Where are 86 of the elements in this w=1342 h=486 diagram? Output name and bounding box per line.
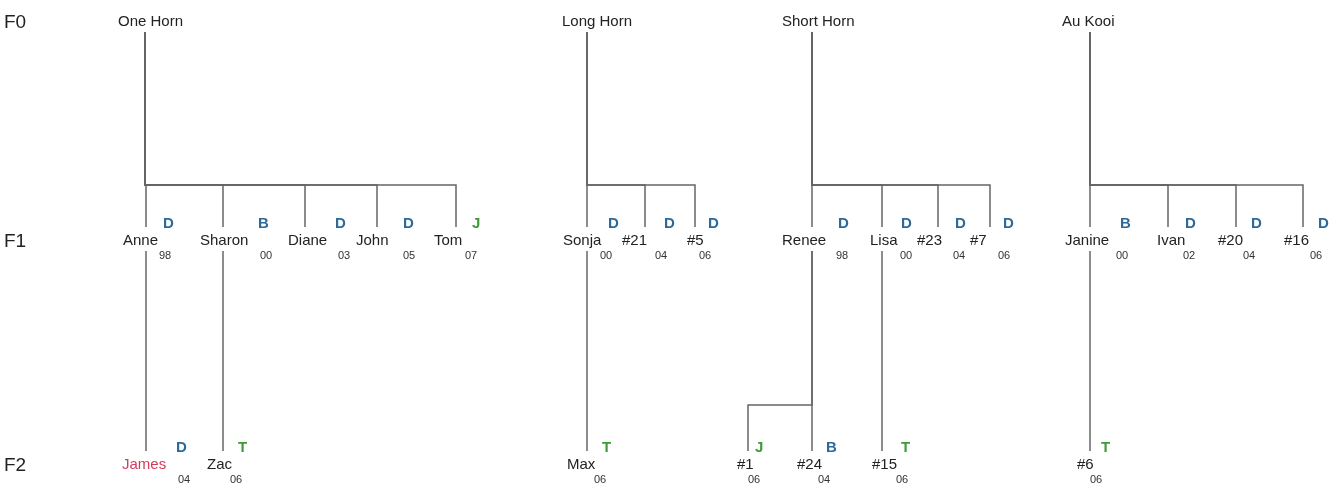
tree-connector bbox=[881, 250, 883, 452]
status-letter: D bbox=[1185, 215, 1196, 231]
year-label: 04 bbox=[655, 249, 668, 261]
year-label: 06 bbox=[896, 473, 909, 485]
year-label: 03 bbox=[338, 249, 351, 261]
tree-connector bbox=[144, 31, 457, 228]
generation-label: F1 bbox=[4, 231, 27, 251]
animal-name: Zac bbox=[207, 455, 232, 473]
status-letter: T bbox=[238, 439, 248, 455]
status-letter: B bbox=[1120, 215, 1131, 231]
status-letter: B bbox=[826, 439, 837, 455]
status-letter: J bbox=[755, 439, 764, 455]
animal-name: Diane bbox=[288, 231, 328, 249]
year-label: 05 bbox=[403, 249, 416, 261]
tree-connector bbox=[1089, 250, 1091, 452]
status-letter: D bbox=[901, 215, 912, 231]
year-label: 98 bbox=[159, 249, 172, 261]
tree-connector bbox=[811, 31, 991, 228]
herd-name: Au Kooi bbox=[1062, 12, 1115, 30]
animal-name: Renee bbox=[782, 231, 827, 249]
status-letter: D bbox=[708, 215, 719, 231]
year-label: 00 bbox=[600, 249, 613, 261]
animal-name: Janine bbox=[1065, 231, 1110, 249]
tree-connector bbox=[811, 250, 813, 452]
status-letter: D bbox=[608, 215, 619, 231]
year-label: 06 bbox=[699, 249, 712, 261]
animal-name: Anne bbox=[123, 231, 159, 249]
status-letter: D bbox=[163, 215, 174, 231]
status-letter: D bbox=[1251, 215, 1262, 231]
generation-label: F2 bbox=[4, 455, 27, 475]
tree-connector bbox=[586, 250, 588, 452]
animal-name: John bbox=[356, 231, 389, 249]
animal-name: Sonja bbox=[563, 231, 602, 249]
year-label: 00 bbox=[260, 249, 273, 261]
animal-name: #15 bbox=[872, 455, 898, 473]
year-label: 04 bbox=[178, 473, 191, 485]
status-letter: D bbox=[403, 215, 414, 231]
status-letter: D bbox=[1318, 215, 1329, 231]
year-label: 04 bbox=[953, 249, 966, 261]
year-label: 04 bbox=[1243, 249, 1256, 261]
animal-name: Tom bbox=[434, 231, 463, 249]
year-label: 06 bbox=[1310, 249, 1323, 261]
status-letter: D bbox=[955, 215, 966, 231]
year-label: 00 bbox=[1116, 249, 1129, 261]
animal-name: Ivan bbox=[1157, 231, 1186, 249]
year-label: 00 bbox=[900, 249, 913, 261]
animal-name: #16 bbox=[1284, 231, 1310, 249]
animal-name: #21 bbox=[622, 231, 648, 249]
year-label: 06 bbox=[998, 249, 1011, 261]
status-letter: D bbox=[335, 215, 346, 231]
year-label: 06 bbox=[230, 473, 243, 485]
status-letter: D bbox=[1003, 215, 1014, 231]
year-label: 07 bbox=[465, 249, 478, 261]
year-label: 06 bbox=[748, 473, 761, 485]
animal-name: Max bbox=[567, 455, 596, 473]
tree-connector bbox=[586, 31, 696, 228]
herd-name: Short Horn bbox=[782, 12, 855, 30]
status-letter: T bbox=[901, 439, 911, 455]
animal-name: Sharon bbox=[200, 231, 249, 249]
status-letter: B bbox=[258, 215, 269, 231]
herd-name: One Horn bbox=[118, 12, 184, 30]
animal-name: #7 bbox=[970, 231, 987, 249]
year-label: 98 bbox=[836, 249, 849, 261]
status-letter: J bbox=[472, 215, 481, 231]
year-label: 04 bbox=[818, 473, 831, 485]
tree-connector bbox=[1089, 31, 1304, 228]
status-letter: T bbox=[602, 439, 612, 455]
animal-name: #20 bbox=[1218, 231, 1244, 249]
year-label: 06 bbox=[594, 473, 607, 485]
animal-name: Lisa bbox=[870, 231, 898, 249]
animal-name: #23 bbox=[917, 231, 943, 249]
animal-name: #1 bbox=[737, 455, 754, 473]
status-letter: D bbox=[838, 215, 849, 231]
herd-name: Long Horn bbox=[562, 12, 633, 30]
animal-name: #6 bbox=[1077, 455, 1094, 473]
status-letter: D bbox=[664, 215, 675, 231]
year-label: 06 bbox=[1090, 473, 1103, 485]
animal-name: #24 bbox=[797, 455, 823, 473]
status-letter: D bbox=[176, 439, 187, 455]
year-label: 02 bbox=[1183, 249, 1196, 261]
status-letter: T bbox=[1101, 439, 1111, 455]
tree-connector bbox=[145, 250, 147, 452]
animal-name: #5 bbox=[687, 231, 704, 249]
generation-label: F0 bbox=[4, 12, 27, 32]
animal-name: James bbox=[122, 455, 167, 473]
tree-connector bbox=[222, 250, 224, 452]
